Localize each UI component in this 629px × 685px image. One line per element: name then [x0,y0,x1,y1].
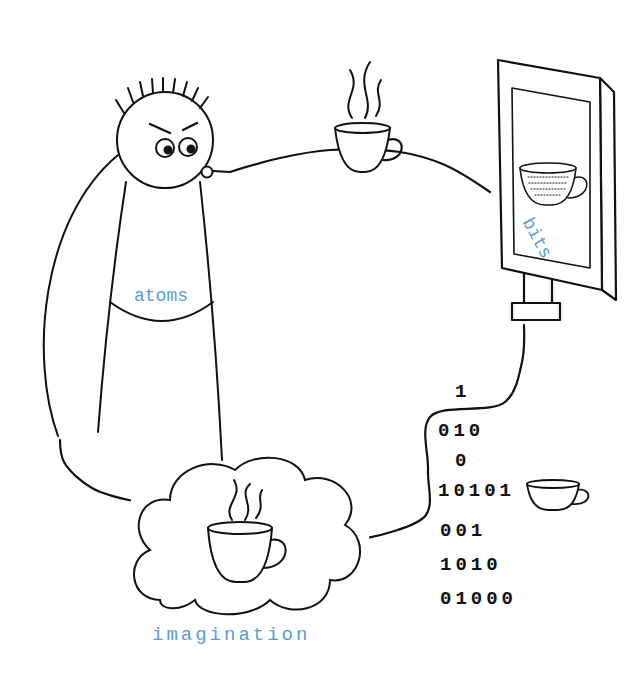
binary-digits: 0 [455,452,470,471]
binary-digits: 01000 [440,590,517,609]
screen-cup [520,163,587,205]
thought-cloud: imagination [130,450,370,651]
binary-digits: 1 [455,383,470,402]
binary-digits: 1010 [440,556,502,575]
binary-digits: 01000 [440,590,517,609]
binary-digits: 1010 [440,556,502,575]
cloud-label: imagination [152,625,310,647]
body-label: atoms [134,286,188,307]
binary-digits: 010 [438,422,484,441]
cloud-label: imagination [152,625,310,647]
binary-digits: 001 [440,522,486,541]
binary-digits: 10101 [438,482,515,501]
binary-digits: 001 [440,522,486,541]
thought-cloud-outline [130,450,370,650]
binary-digits: 0 [455,452,470,471]
thought-cloud [134,458,360,615]
binary-digits: 10101 [438,482,515,501]
binary-digits: 1 [455,383,470,402]
monitor-box: bits [490,55,618,325]
small-cup [527,480,588,510]
flow-line [60,440,130,500]
monitor-outline [490,55,618,325]
flow-line [370,325,524,537]
body-label: atoms [134,286,188,307]
monitor [498,60,616,320]
stick-figure-outline [38,80,230,440]
binary-digits: 010 [438,422,484,441]
stick-figure: atoms [38,80,230,440]
stick-figure [44,78,230,460]
screen-label: bits [515,228,558,249]
coffee-cup [335,62,402,172]
